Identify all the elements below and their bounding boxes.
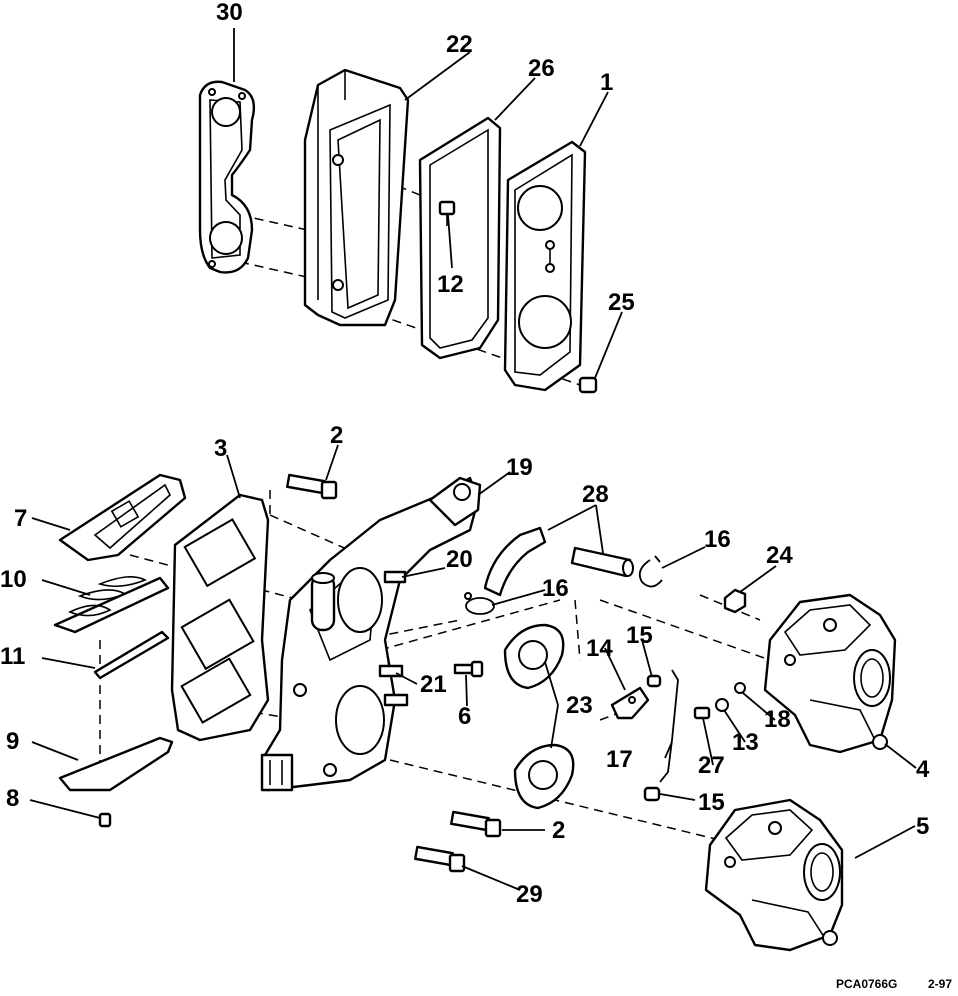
callout-10: 10: [0, 566, 27, 593]
part-16-clamp-left: [464, 592, 495, 615]
callout-25: 25: [608, 289, 635, 316]
part-25-screw: [578, 376, 598, 394]
part-17-rod: [659, 669, 679, 783]
callout-23: 23: [566, 692, 593, 719]
callout-9: 9: [6, 728, 19, 755]
callout-27: 27: [698, 752, 725, 779]
page-number: 2-97: [928, 977, 952, 991]
callout-16-right: 16: [704, 526, 731, 553]
part-8-screw: [98, 812, 112, 828]
part-12-screw: [438, 200, 456, 226]
part-2-bolt-upper: [286, 473, 338, 500]
part-27-screw: [693, 706, 711, 720]
callout-4: 4: [916, 756, 930, 783]
callout-29: 29: [516, 881, 543, 908]
callout-3: 3: [214, 435, 227, 462]
callout-14: 14: [586, 635, 613, 662]
part-24-nut: [723, 588, 747, 614]
part-26-gasket: [418, 116, 502, 360]
part-23-gasket-lower: [513, 743, 575, 810]
callout-22: 22: [446, 31, 473, 58]
part-15-clip-upper: [646, 674, 662, 688]
callout-21: 21: [420, 671, 447, 698]
callout-20: 20: [446, 546, 473, 573]
callout-16-left: 16: [542, 575, 569, 602]
part-2-bolt-lower: [450, 810, 502, 838]
callout-6: 6: [458, 703, 471, 730]
part-15-clip-lower: [643, 786, 661, 802]
callout-8: 8: [6, 785, 19, 812]
callout-labels: 30 22 26 1 12 25 3 2 19 28 16 24 7 20 16…: [0, 0, 930, 908]
callout-18: 18: [764, 706, 791, 733]
callout-7: 7: [14, 505, 27, 532]
part-7-reed-block: [58, 473, 187, 562]
part-28-hose: [483, 526, 634, 597]
part-13-washer: [715, 698, 729, 712]
part-6-screw: [453, 660, 484, 678]
callout-24: 24: [766, 542, 793, 569]
callout-28: 28: [582, 481, 609, 508]
callout-30: 30: [216, 0, 243, 26]
part-1-cover: [503, 140, 587, 392]
part-23-gasket-upper: [503, 623, 565, 690]
part-18-nut: [734, 682, 746, 694]
intake-manifold: [260, 476, 482, 792]
leader-lines: [29, 28, 917, 891]
callout-11: 11: [0, 643, 25, 670]
callout-13: 13: [732, 729, 759, 756]
callout-15-lower: 15: [698, 789, 725, 816]
callout-5: 5: [916, 813, 929, 840]
part-29-bolt: [414, 845, 466, 873]
callout-1: 1: [600, 69, 613, 96]
part-4-carburetor-upper: [763, 593, 897, 754]
part-5-carburetor-lower: [704, 798, 844, 952]
callout-2-lower: 2: [552, 817, 565, 844]
callout-2-upper: 2: [330, 422, 343, 449]
part-16-clamp-right: [638, 555, 663, 588]
footer: PCA0766G 2-97: [836, 977, 952, 991]
part-22-intake-box: [303, 68, 410, 327]
part-9-plate: [58, 736, 174, 792]
part-11-stop: [93, 630, 170, 680]
callout-15-upper: 15: [626, 622, 653, 649]
part-30-gasket: [198, 80, 256, 274]
part-10-reeds: [53, 576, 170, 634]
callout-26: 26: [528, 55, 555, 82]
callout-19: 19: [506, 454, 533, 481]
callout-12: 12: [437, 271, 464, 298]
part-14-link: [610, 686, 650, 720]
callout-17: 17: [606, 746, 633, 773]
figure-code: PCA0766G: [836, 977, 897, 991]
part-3-gasket: [170, 493, 270, 742]
part-21-stud: [378, 664, 409, 707]
